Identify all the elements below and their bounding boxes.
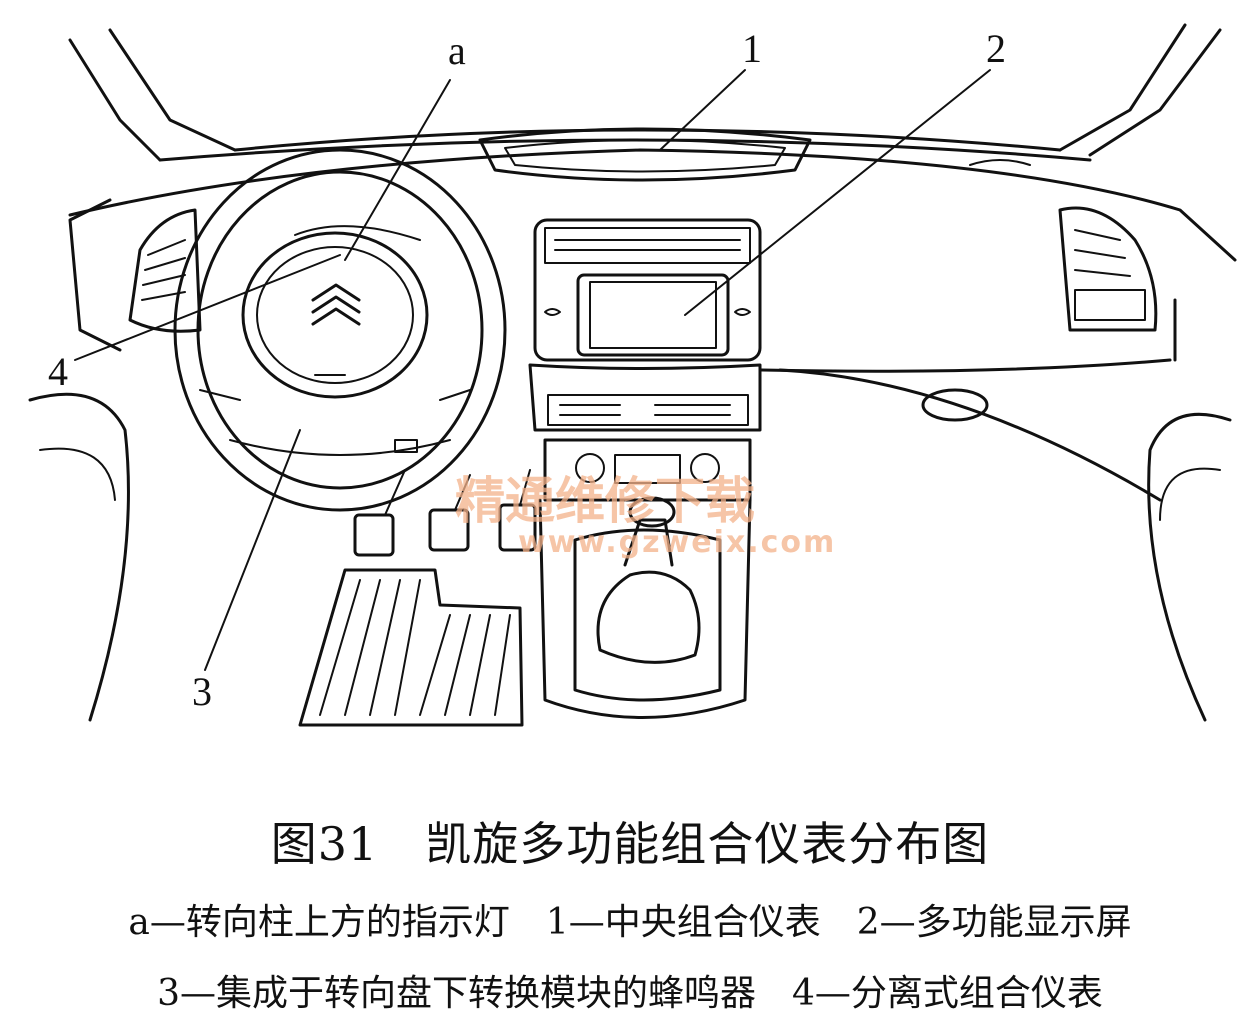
floor-mat	[298, 568, 524, 727]
leader-line-3	[204, 429, 301, 671]
left-air-vent	[128, 208, 202, 333]
dashboard-diagram: a 1 2 4 3 精通维修下载 www.gzweix.com	[28, 23, 1237, 727]
leader-line-a	[344, 79, 451, 261]
center-console	[538, 496, 752, 719]
figure-legend-line-2: 3—集成于转向盘下转换模块的蜂鸣器 4—分离式组合仪表	[157, 973, 1103, 1014]
leader-line-4	[74, 254, 341, 361]
leader-line-2	[684, 69, 991, 316]
glove-box-latch	[921, 388, 989, 422]
leader-lines	[74, 69, 991, 671]
leader-line-1	[659, 69, 746, 151]
callout-1: 1	[742, 26, 762, 71]
watermark-text: 精通维修下载	[455, 471, 755, 530]
central-instrument-cluster	[478, 127, 1031, 182]
watermark-url: www.gzweix.com	[518, 525, 836, 560]
pedals	[353, 469, 537, 557]
door-panels	[28, 392, 1232, 722]
steering-wheel	[173, 148, 507, 512]
right-air-vent	[1058, 206, 1158, 332]
callout-a: a	[448, 28, 466, 73]
figure-legend-line-1: a—转向柱上方的指示灯 1—中央组合仪表 2—多功能显示屏	[128, 902, 1132, 943]
figure-caption-title: 图31 凯旋多功能组合仪表分布图	[270, 817, 990, 871]
dashboard-outline	[68, 148, 1237, 502]
callout-4: 4	[48, 349, 68, 394]
callout-2: 2	[986, 26, 1006, 71]
center-stack	[528, 218, 762, 502]
callout-3: 3	[192, 669, 212, 714]
